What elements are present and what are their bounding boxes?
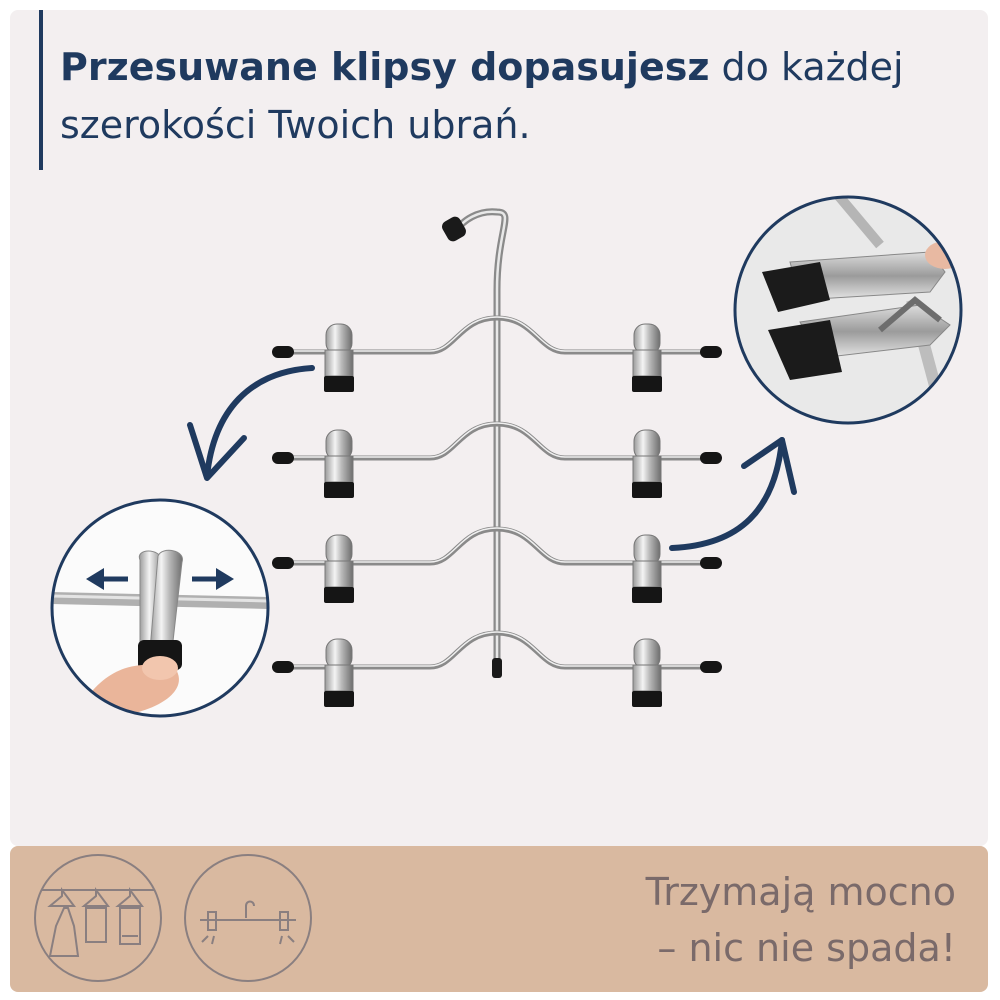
headline-regular-1: do każdej (709, 45, 904, 89)
clips (323, 323, 663, 708)
arrow-left-curve (187, 365, 315, 481)
clothes-on-rail-icon (34, 854, 162, 982)
footer-line-2: – nic nie spada! (657, 926, 956, 970)
hanger (272, 208, 722, 678)
double-arrow-icon (86, 568, 234, 590)
headline: Przesuwane klipsy dopasujesz do każdej s… (60, 38, 960, 154)
accent-bar (39, 10, 43, 170)
clip-detail-circle (733, 195, 963, 425)
footer-line-1: Trzymają mocno (645, 870, 956, 914)
arrow-right-curve (669, 437, 797, 551)
footer-banner: Trzymają mocno – nic nie spada! (10, 846, 988, 992)
headline-bold: Przesuwane klipsy dopasujesz (60, 45, 710, 89)
headline-regular-2: szerokości Twoich ubrań. (60, 103, 531, 147)
footer-slogan: Trzymają mocno – nic nie spada! (646, 864, 956, 976)
hanger-with-clips-icon (184, 854, 312, 982)
sliding-clip-circle (50, 498, 270, 718)
